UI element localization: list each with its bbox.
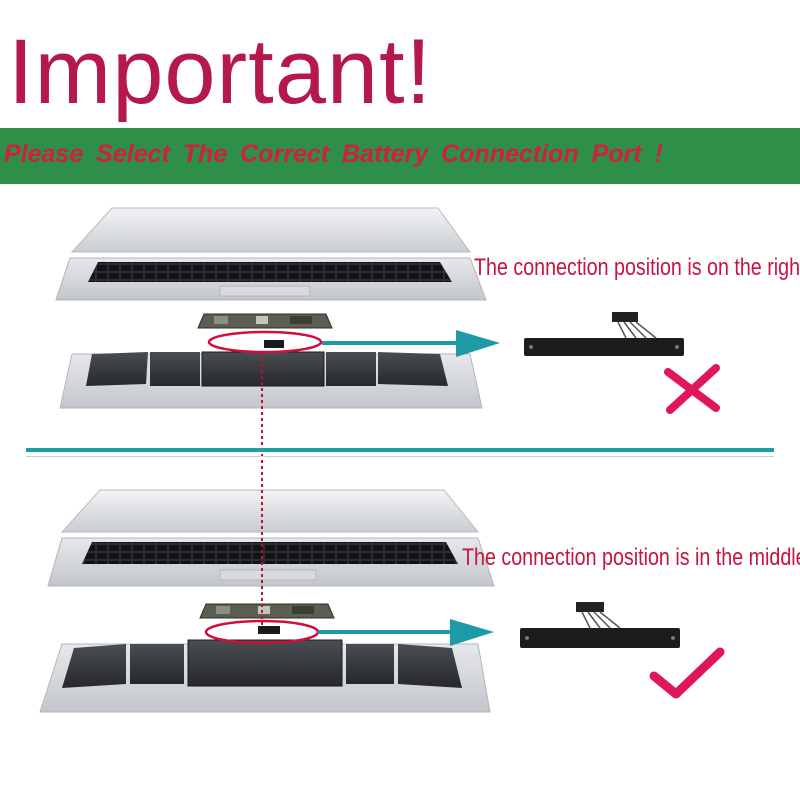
laptop-bottom-exploded xyxy=(39,489,495,713)
laptop-top-exploded xyxy=(55,207,500,409)
headline-important: Important! xyxy=(8,21,433,123)
caption-right-position: The connection position is on the right xyxy=(474,254,800,281)
banner-text: Please Select The Correct Battery Connec… xyxy=(4,140,663,168)
caption-middle-position: The connection position is in the middle xyxy=(462,544,800,571)
check-mark-icon xyxy=(649,647,725,699)
section-divider xyxy=(26,448,774,452)
battery-connector-right-detail xyxy=(524,312,684,356)
section-divider-shadow xyxy=(26,456,774,457)
x-mark-icon xyxy=(664,364,720,414)
green-banner xyxy=(0,128,800,184)
battery-connector-middle-detail xyxy=(520,602,680,648)
